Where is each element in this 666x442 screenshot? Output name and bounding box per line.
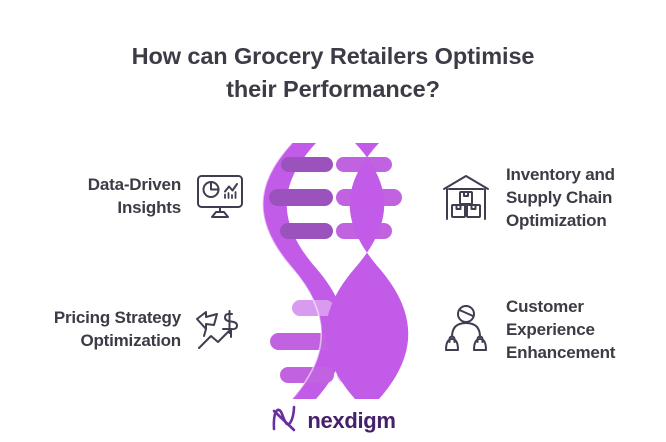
label-line: Experience xyxy=(506,320,595,339)
feature-label-data-driven: Data-Driven Insights xyxy=(88,173,181,219)
page-title-line-1: How can Grocery Retailers Optimise xyxy=(131,43,535,69)
feature-data-driven-insights: Data-Driven Insights xyxy=(30,172,245,220)
nexdigm-wordmark: nexdigm xyxy=(307,407,396,433)
helix-seam-highlights xyxy=(262,142,322,400)
label-line: Supply Chain xyxy=(506,188,613,207)
feature-pricing-strategy: Pricing Strategy Optimization xyxy=(8,303,245,355)
label-line: Pricing Strategy xyxy=(53,308,181,327)
nexdigm-logo: nexdigm xyxy=(0,403,666,438)
customer-shopping-icon xyxy=(440,304,492,356)
helix-strand-front xyxy=(325,143,409,399)
feature-label-inventory: Inventory and Supply Chain Optimization xyxy=(506,163,615,232)
label-line: Enhancement xyxy=(506,343,616,362)
monitor-analytics-icon xyxy=(195,172,245,220)
label-line: Optimization xyxy=(80,331,181,350)
feature-label-pricing: Pricing Strategy Optimization xyxy=(54,306,181,352)
feature-label-customer: Customer Experience Enhancement xyxy=(506,295,615,364)
warehouse-boxes-icon xyxy=(440,172,492,224)
feature-customer-experience: Customer Experience Enhancement xyxy=(440,295,660,364)
price-tag-growth-icon xyxy=(193,303,245,355)
feature-inventory-supply-chain: Inventory and Supply Chain Optimization xyxy=(440,163,660,232)
nexdigm-n-mark xyxy=(270,403,302,438)
label-line: Optimization xyxy=(506,211,607,230)
label-line: Data-Driven xyxy=(87,175,181,194)
page-title: How can Grocery Retailers Optimise their… xyxy=(0,40,666,106)
label-line: Inventory and xyxy=(506,165,615,184)
page-title-line-2: their Performance? xyxy=(226,76,440,102)
dna-double-helix-graphic xyxy=(243,137,428,405)
label-line: Insights xyxy=(117,198,181,217)
label-line: Customer xyxy=(506,297,584,316)
